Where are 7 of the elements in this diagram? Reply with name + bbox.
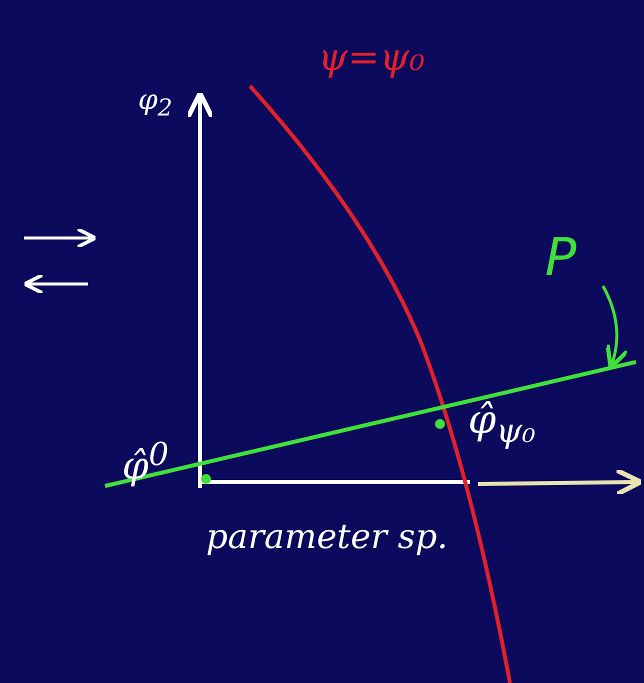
line [104, 360, 636, 488]
axis-caption: parameter sp. [206, 520, 448, 554]
axis-label: φ$_{2}$ [138, 86, 172, 120]
curve-label: ψ=ψ₀ [318, 38, 425, 76]
line-label: P [545, 232, 576, 284]
point-label: φ̂$^{0}$ [122, 440, 169, 485]
point-label: φ̂$_{ψ₀}$ [468, 400, 536, 448]
